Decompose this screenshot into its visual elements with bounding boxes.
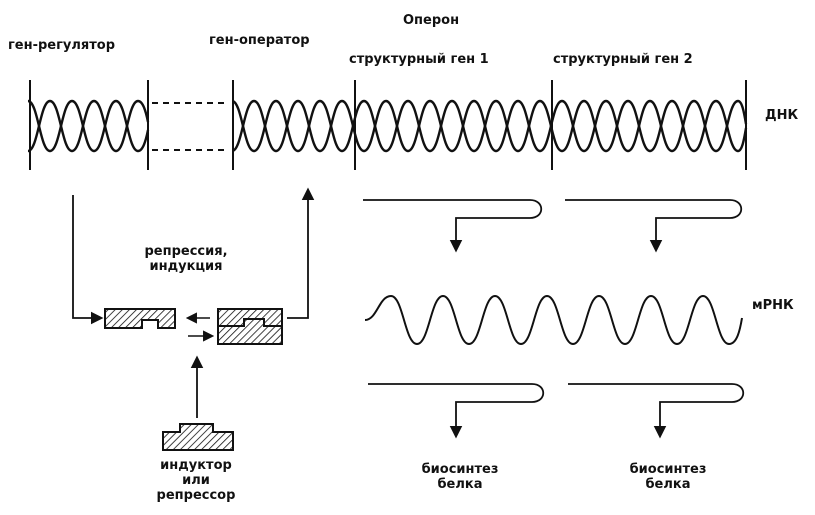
- translation-arrow-1: [368, 384, 543, 436]
- transcription-arrow-2: [565, 200, 741, 250]
- dna-helix: [28, 101, 746, 151]
- repressor-complex-icon: [218, 309, 282, 344]
- operator-gene-label: ген-оператор: [209, 33, 310, 48]
- repressor-block-icon: [105, 309, 175, 328]
- protein-biosynthesis-2-label: биосинтез белка: [618, 462, 718, 492]
- structural-gene-2-label: структурный ген 2: [553, 52, 693, 67]
- protein-biosynthesis-1-label: биосинтез белка: [410, 462, 510, 492]
- structural-gene-1-label: структурный ген 1: [349, 52, 489, 67]
- repressor-to-operator-arrow: [287, 190, 308, 318]
- translation-arrow-2: [568, 384, 743, 436]
- transcription-arrow-1: [363, 200, 541, 250]
- mrna-label: мРНК: [752, 298, 794, 313]
- inducer-or-repressor-label: индуктор или репрессор: [146, 458, 246, 503]
- operon-label: Оперон: [403, 13, 459, 28]
- mrna-wave: [365, 296, 742, 344]
- repression-induction-label: репрессия, индукция: [126, 244, 246, 274]
- regulator-to-repressor-arrow: [73, 195, 101, 318]
- dna-gap-dashes: [152, 103, 229, 150]
- regulator-gene-label: ген-регулятор: [8, 38, 115, 53]
- dna-label: ДНК: [765, 108, 798, 123]
- inducer-block-icon: [163, 424, 233, 450]
